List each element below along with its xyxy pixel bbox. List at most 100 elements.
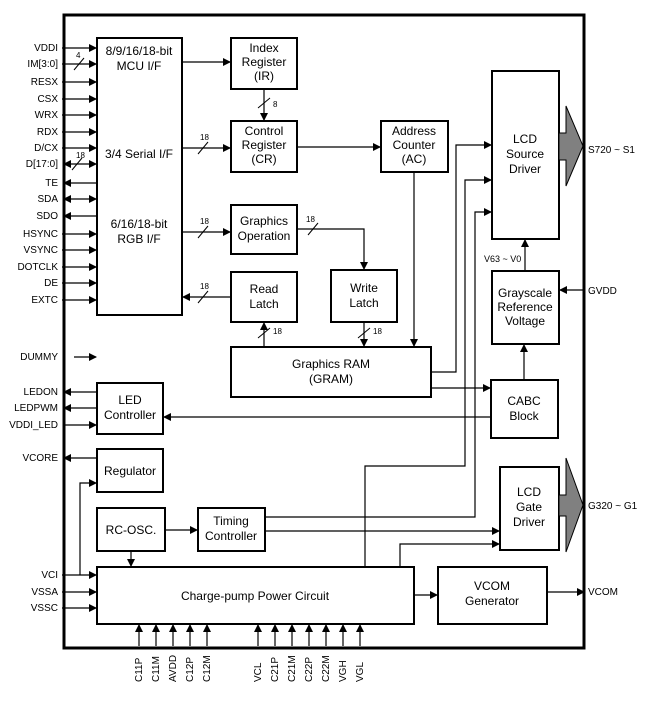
svg-text:LCD: LCD — [517, 485, 541, 499]
svg-text:(GRAM): (GRAM) — [309, 372, 353, 386]
bus-width-label: 4 — [76, 51, 81, 60]
gamma-bus-label: V63 ~ V0 — [484, 254, 521, 264]
left-pins: VDDI IM[3:0] RESX CSX WRX RDX D/CX D[17:… — [9, 43, 58, 614]
pin-label: HSYNC — [23, 229, 58, 240]
lcd-gate-driver-block: LCD Gate Driver — [499, 466, 560, 551]
pin-label: D/CX — [34, 143, 58, 154]
pin-label: DE — [44, 278, 58, 289]
cabc-block: CABC Block — [490, 379, 559, 439]
svg-text:Gate: Gate — [516, 500, 542, 514]
svg-text:Register: Register — [242, 55, 287, 69]
mcu-interface-block: 8/9/16/18-bit MCU I/F 3/4 Serial I/F 6/1… — [96, 37, 183, 316]
svg-text:Index: Index — [249, 41, 278, 55]
pin-label: EXTC — [31, 295, 58, 306]
pin-label: AVDD — [168, 655, 179, 682]
pin-label: LEDON — [24, 387, 58, 398]
pin-label: VDDI — [34, 43, 58, 54]
bus-width-label: 18 — [76, 151, 85, 160]
index-register-block: Index Register (IR) — [230, 37, 298, 90]
regulator-wiring — [63, 454, 97, 575]
bus-width-label: 18 — [200, 133, 209, 142]
svg-text:Controller: Controller — [104, 408, 156, 422]
svg-text:Regulator: Regulator — [104, 464, 156, 478]
graphics-ram-block: Graphics RAM (GRAM) — [230, 346, 432, 398]
rgb-label-2: RGB I/F — [117, 232, 160, 246]
svg-text:(CR): (CR) — [251, 152, 276, 166]
pin-label: VSSC — [31, 603, 58, 614]
svg-text:(IR): (IR) — [254, 69, 274, 83]
bus-width-label: 18 — [373, 327, 382, 336]
rgb-label-1: 6/16/18-bit — [111, 217, 168, 231]
gate-output-label: G320 ~ G1 — [588, 501, 638, 512]
bottom-pins: C11P C11M AVDD C12P C12M VCL C21P C21M C… — [134, 655, 366, 682]
svg-text:LCD: LCD — [513, 132, 537, 146]
lcd-source-driver-block: LCD Source Driver — [491, 70, 560, 240]
svg-text:Control: Control — [245, 124, 284, 138]
gate-output-arrow — [558, 457, 584, 553]
source-output-label: S720 ~ S1 — [588, 145, 635, 156]
internal-wiring: 8 18 18 18 18 18 18 V6 — [127, 58, 585, 599]
pin-label: D[17:0] — [26, 159, 58, 170]
timing-controller-block: Timing Controller — [197, 507, 266, 552]
pin-label: VCORE — [22, 453, 58, 464]
pin-label: TE — [45, 178, 58, 189]
svg-text:CABC: CABC — [507, 394, 541, 408]
bus-width-label: 8 — [273, 100, 278, 109]
svg-text:Grayscale: Grayscale — [498, 286, 552, 300]
led-outputs — [63, 388, 97, 429]
pin-label: C22M — [321, 655, 332, 682]
svg-text:Driver: Driver — [509, 162, 541, 176]
charge-pump-block: Charge-pump Power Circuit — [96, 566, 415, 625]
svg-text:Driver: Driver — [513, 515, 545, 529]
svg-text:Latch: Latch — [249, 297, 278, 311]
pin-label: C12P — [185, 657, 196, 682]
serial-label: 3/4 Serial I/F — [105, 147, 173, 161]
mcu-label-2: MCU I/F — [117, 59, 162, 73]
pin-label: C22P — [304, 657, 315, 682]
pin-label: VGL — [355, 662, 366, 682]
grayscale-reference-block: Grayscale Reference Voltage — [491, 270, 560, 345]
source-output-arrow — [558, 105, 584, 187]
svg-text:Timing: Timing — [213, 514, 249, 528]
mcu-label-1: 8/9/16/18-bit — [106, 44, 173, 58]
svg-text:LED: LED — [118, 393, 142, 407]
svg-text:Charge-pump Power Circuit: Charge-pump Power Circuit — [181, 589, 330, 603]
svg-text:Register: Register — [242, 138, 287, 152]
pin-label: DUMMY — [20, 352, 58, 363]
rc-oscillator-block: RC-OSC. — [96, 507, 166, 552]
svg-text:Reference: Reference — [497, 300, 553, 314]
address-counter-block: Address Counter (AC) — [380, 120, 449, 173]
read-latch-block: Read Latch — [230, 271, 298, 323]
pin-label: C12M — [202, 655, 213, 682]
svg-text:Block: Block — [509, 409, 539, 423]
pin-label: RESX — [31, 77, 59, 88]
write-latch-block: Write Latch — [330, 269, 398, 323]
svg-text:Controller: Controller — [205, 529, 257, 543]
pin-label: VCL — [253, 662, 264, 682]
pin-label: C11M — [151, 656, 162, 682]
pin-label: C21P — [270, 657, 281, 682]
bottom-pin-arrows — [135, 624, 364, 646]
svg-text:Source: Source — [506, 147, 544, 161]
pin-label: C21M — [287, 655, 298, 682]
pin-label: C11P — [134, 657, 145, 682]
svg-text:Graphics: Graphics — [240, 214, 288, 228]
bus-width-label: 18 — [200, 217, 209, 226]
control-register-block: Control Register (CR) — [230, 120, 298, 173]
pin-label: DOTCLK — [17, 262, 58, 273]
pin-label: IM[3:0] — [27, 59, 58, 70]
pin-label: VSYNC — [24, 245, 58, 256]
svg-text:Voltage: Voltage — [505, 314, 545, 328]
svg-text:Read: Read — [250, 282, 279, 296]
regulator-block: Regulator — [96, 448, 164, 493]
pin-label: CSX — [37, 94, 58, 105]
pin-label: VDDI_LED — [9, 420, 58, 431]
bus-width-label: 18 — [273, 327, 282, 336]
bus-width-label: 18 — [200, 282, 209, 291]
svg-text:Write: Write — [350, 281, 378, 295]
svg-text:RC-OSC.: RC-OSC. — [106, 523, 157, 537]
pin-label: VCI — [41, 570, 58, 581]
pin-label: RDX — [37, 127, 58, 138]
graphics-operation-block: Graphics Operation — [230, 204, 298, 255]
